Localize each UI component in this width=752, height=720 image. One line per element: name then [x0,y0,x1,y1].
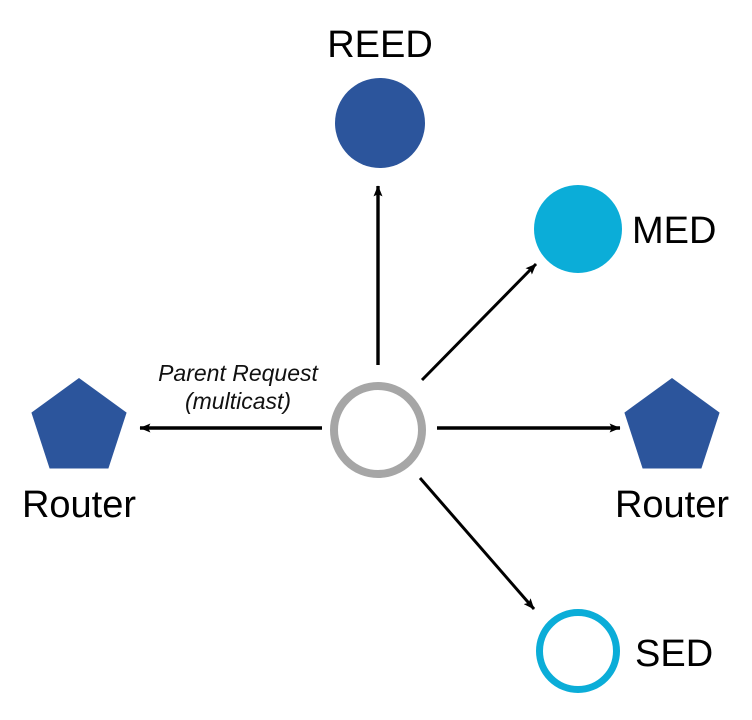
router-right-pentagon-icon[interactable] [624,378,720,469]
router-left-pentagon-icon[interactable] [31,378,127,469]
med-circle-icon[interactable] [534,185,622,273]
node-reed[interactable]: REED [327,24,433,168]
med-label: MED [632,210,716,252]
edge-to-sed [418,477,536,610]
node-sed[interactable]: SED [536,609,714,693]
node-joining-device[interactable] [330,382,426,478]
joining-device-circle-icon[interactable] [330,382,426,478]
router-left-label: Router [22,484,136,526]
edges-group [139,185,621,610]
sed-label: SED [635,633,713,675]
node-router-right[interactable]: Router [615,378,729,526]
reed-label: REED [327,24,433,66]
parent-request-label-line1: Parent Request [158,360,319,386]
parent-request-label: Parent Request (multicast) [158,360,319,414]
reed-circle-icon[interactable] [335,78,425,168]
parent-request-label-line2: (multicast) [185,388,291,414]
node-router-left[interactable]: Router [22,378,136,526]
sed-circle-icon[interactable] [536,609,620,693]
node-med[interactable]: MED [534,185,716,273]
router-right-label: Router [615,484,729,526]
edge-to-med [420,262,538,382]
